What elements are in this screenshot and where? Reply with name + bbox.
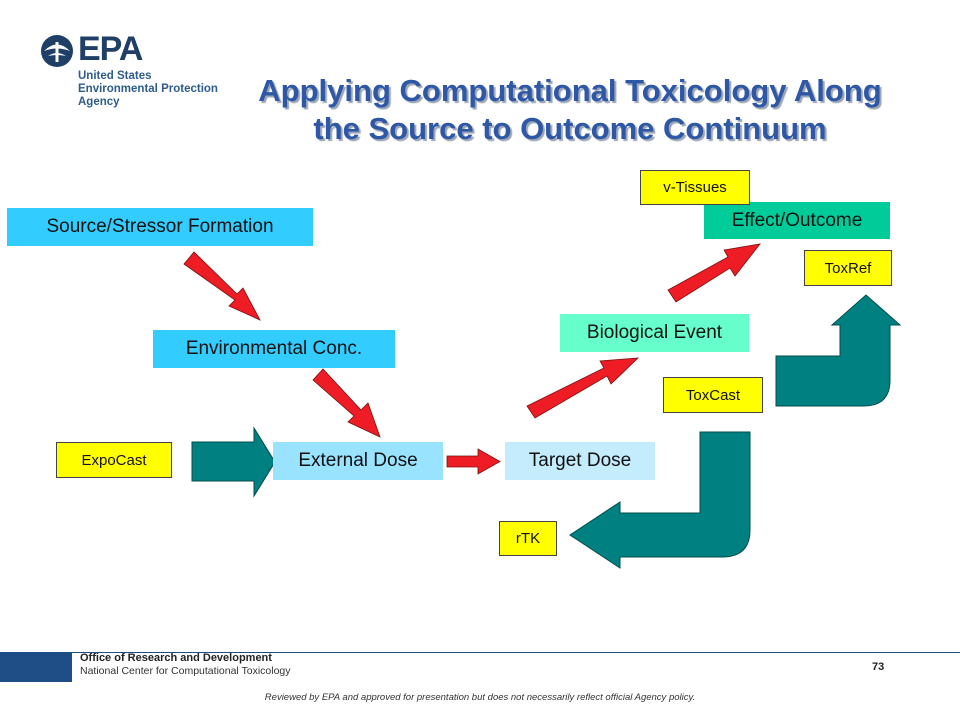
tag-v-tissues: v-Tissues <box>640 170 750 205</box>
footer-center-name: National Center for Computational Toxico… <box>80 665 291 677</box>
node-effect-outcome-label: Effect/Outcome <box>731 209 863 231</box>
footer-disclaimer: Reviewed by EPA and approved for present… <box>264 692 696 703</box>
node-source-label: Source/Stressor Formation <box>46 216 274 237</box>
page-number: 73 <box>872 661 885 673</box>
tag-toxref-label: ToxRef <box>824 259 872 277</box>
footer-org: Office of Research and Development <box>80 652 272 664</box>
tag-v-tissues-label: v-Tissues <box>663 179 727 196</box>
arrow-source-to-env <box>183 251 261 321</box>
node-source-stressor: Source/Stressor Formation <box>7 208 313 246</box>
footer-divider <box>72 652 960 653</box>
arrow-env-to-external <box>312 368 381 438</box>
epa-logo: EPA United States Environmental Protecti… <box>40 30 220 110</box>
arrow-external-to-target <box>446 448 501 475</box>
node-external-dose: External Dose <box>273 442 443 480</box>
logo-line-3: Agency <box>78 96 120 108</box>
node-target-dose-label: Target Dose <box>528 450 632 471</box>
slide-title: Applying Computational Toxicology Along … <box>200 72 940 148</box>
epa-flower-icon <box>41 35 73 67</box>
title-line-2: the Source to Outcome Continuum <box>313 111 827 146</box>
tag-toxcast: ToxCast <box>663 377 763 413</box>
tag-rtk-label: rTK <box>515 530 541 547</box>
node-external-dose-label: External Dose <box>298 450 418 471</box>
arrow-target-to-bio <box>526 357 640 419</box>
title-line-1: Applying Computational Toxicology Along <box>258 73 882 108</box>
node-effect-outcome: Effect/Outcome <box>704 202 890 239</box>
tag-toxcast-label: ToxCast <box>685 386 741 404</box>
tag-expocast: ExpoCast <box>56 442 172 478</box>
tag-expocast-label: ExpoCast <box>81 451 147 469</box>
arrow-expocast-to-external <box>191 426 276 498</box>
logo-line-1: United States <box>78 70 152 82</box>
arrow-toxcast-to-toxref <box>775 294 902 407</box>
node-biological-event-label: Biological Event <box>586 322 723 343</box>
logo-line-2: Environmental Protection <box>78 83 218 95</box>
footer-color-block <box>0 652 72 682</box>
node-environmental-conc: Environmental Conc. <box>153 330 395 368</box>
node-target-dose: Target Dose <box>505 442 655 480</box>
node-env-conc-label: Environmental Conc. <box>185 338 363 359</box>
epa-wordmark: EPA <box>78 30 143 68</box>
tag-toxref: ToxRef <box>804 250 892 286</box>
arrow-bio-to-effect <box>667 243 761 303</box>
arrow-toxcast-to-rtk <box>569 431 751 569</box>
node-biological-event: Biological Event <box>560 314 749 352</box>
tag-rtk: rTK <box>499 521 557 556</box>
